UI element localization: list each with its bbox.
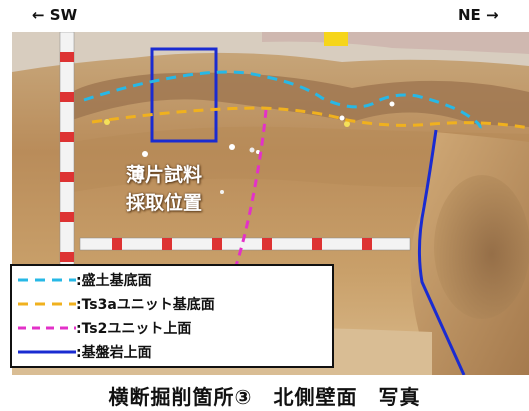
legend-row-bedrock-top: :基盤岩上面 bbox=[18, 341, 152, 363]
figure-caption: 横断掘削箇所③ 北側壁面 写真 bbox=[108, 385, 421, 409]
sample-label-line2: 採取位置 bbox=[126, 192, 203, 214]
direction-sw: ← SW bbox=[32, 6, 78, 24]
legend-line-ts2-top bbox=[18, 326, 76, 330]
fill-base-line bbox=[83, 70, 482, 129]
legend-row-ts3a-base: :Ts3aユニット基底面 bbox=[18, 293, 215, 315]
legend-line-bedrock-top bbox=[18, 350, 76, 354]
legend-row-fill-base: :盛土基底面 bbox=[18, 269, 152, 291]
sample-location-label: 薄片試料 採取位置 bbox=[126, 161, 202, 217]
legend-line-ts3a-base bbox=[18, 302, 76, 306]
ts3a-base-line bbox=[91, 106, 529, 130]
bedrock-top-line bbox=[417, 129, 466, 375]
legend-label-ts3a-base: :Ts3aユニット基底面 bbox=[76, 297, 215, 313]
legend-label-ts2-top: :Ts2ユニット上面 bbox=[76, 321, 192, 337]
legend-box: :盛土基底面 :Ts3aユニット基底面 :Ts2ユニット上面 :基盤岩上面 bbox=[10, 264, 334, 368]
sample-label-line1: 薄片試料 bbox=[126, 164, 203, 186]
legend-row-ts2-top: :Ts2ユニット上面 bbox=[18, 317, 191, 339]
ts2-top-line bbox=[232, 109, 268, 273]
legend-label-bedrock-top: :基盤岩上面 bbox=[76, 345, 152, 361]
legend-label-fill-base: :盛土基底面 bbox=[76, 273, 152, 289]
direction-ne: NE → bbox=[458, 6, 499, 24]
legend-line-fill-base bbox=[18, 278, 76, 282]
